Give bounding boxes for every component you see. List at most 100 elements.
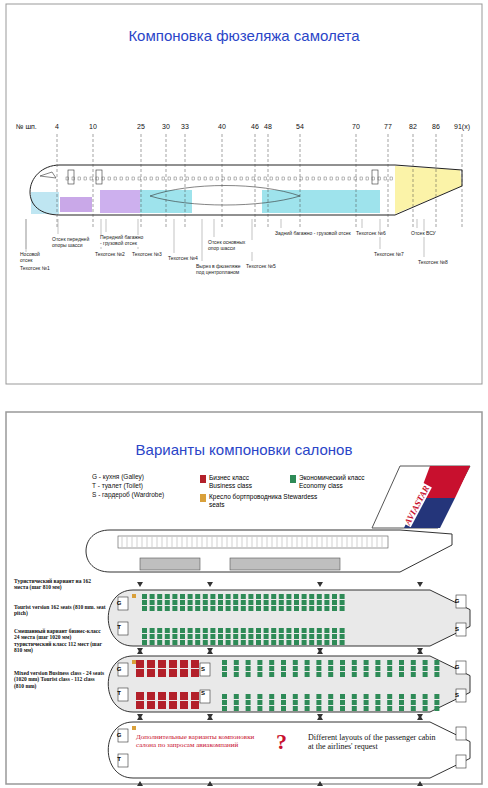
note: Tourist version 162 seats (810 mm. seat …: [14, 604, 106, 617]
door-marker: [417, 714, 423, 719]
seat: [191, 692, 199, 700]
seat: [286, 594, 291, 599]
plane-side-view: [86, 466, 470, 572]
callout-label: Техотсек №2: [95, 252, 127, 258]
seat: [180, 692, 188, 700]
seat: [399, 706, 404, 711]
seat: [241, 600, 246, 605]
cargo-hold: [140, 558, 200, 570]
door-marker: [417, 649, 423, 654]
seat: [248, 634, 253, 639]
seat: [195, 594, 200, 599]
seat-row: [302, 537, 303, 547]
seat: [309, 628, 314, 633]
note: T - туалет (Toilet): [92, 482, 143, 489]
cabin-plan-box: GTSSGS: [108, 656, 470, 712]
window: [246, 177, 249, 180]
frame-number: 46: [251, 123, 259, 131]
seat: [317, 634, 322, 639]
window: [90, 177, 93, 180]
seat-row: [372, 537, 373, 547]
seat: [264, 594, 269, 599]
seat: [281, 672, 286, 677]
seat: [294, 594, 299, 599]
seat: [169, 669, 177, 677]
service-letter: S: [198, 690, 208, 697]
door-marker: [207, 582, 213, 587]
window: [288, 177, 291, 180]
door-marker: [207, 781, 213, 786]
seat: [226, 628, 231, 633]
seat: [256, 600, 261, 605]
seat: [279, 628, 284, 633]
seat: [305, 660, 310, 665]
question-mark: ?: [276, 730, 287, 754]
seat: [324, 634, 329, 639]
seat: [264, 628, 269, 633]
seat: [188, 628, 193, 633]
seat: [279, 600, 284, 605]
legend-item: Экономический класс Economy class: [290, 474, 379, 490]
frame-line: [462, 134, 463, 229]
seat: [375, 660, 380, 665]
seat: [411, 660, 416, 665]
seat: [411, 672, 416, 677]
seat: [150, 640, 155, 645]
frame-number: № шп.: [16, 123, 37, 131]
seat-row: [292, 537, 293, 547]
frame-line: [356, 134, 357, 229]
window: [150, 177, 153, 180]
seat: [165, 628, 170, 633]
seat: [195, 606, 200, 611]
seat: [150, 594, 155, 599]
callout-label: Вырез в фюзеляже под центропланом: [196, 264, 242, 276]
seat: [172, 640, 177, 645]
seat: [294, 606, 299, 611]
seat: [158, 660, 166, 668]
seat-row: [237, 537, 238, 547]
note: Туристический вариант на 162 места (шаг …: [14, 578, 106, 591]
seat-row: [277, 537, 278, 547]
seat: [195, 634, 200, 639]
seat: [195, 600, 200, 605]
window: [204, 177, 207, 180]
seat: [136, 692, 144, 700]
seat: [195, 640, 200, 645]
seat: [423, 660, 428, 665]
seat: [294, 628, 299, 633]
seat: [375, 706, 380, 711]
seat: [256, 606, 261, 611]
seat: [302, 640, 307, 645]
seat: [241, 640, 246, 645]
seat: [234, 700, 239, 705]
cargo-hold: [230, 558, 340, 570]
seat: [375, 700, 380, 705]
slide-title: Варианты компоновки салонов: [136, 441, 353, 458]
seat: [324, 640, 329, 645]
seat: [210, 640, 215, 645]
seat: [203, 634, 208, 639]
service-letter: G: [452, 664, 462, 671]
window: [234, 177, 237, 180]
seat-row: [177, 537, 178, 547]
seat: [157, 600, 162, 605]
seat: [158, 692, 166, 700]
window: [96, 177, 99, 180]
seat-row: [307, 537, 308, 547]
seat: [316, 694, 321, 699]
seat: [234, 672, 239, 677]
seat: [423, 666, 428, 671]
seat-row: [192, 537, 193, 547]
seat: [172, 628, 177, 633]
door-marker: [417, 648, 423, 653]
seat: [352, 660, 357, 665]
seat: [305, 694, 310, 699]
legend-swatch: [200, 475, 206, 483]
seat: [302, 634, 307, 639]
fuselage-outline: [86, 530, 452, 572]
leader-line: [281, 219, 282, 228]
seat: [340, 640, 345, 645]
seat-row: [367, 537, 368, 547]
seat: [210, 600, 215, 605]
seat-row: [322, 537, 323, 547]
